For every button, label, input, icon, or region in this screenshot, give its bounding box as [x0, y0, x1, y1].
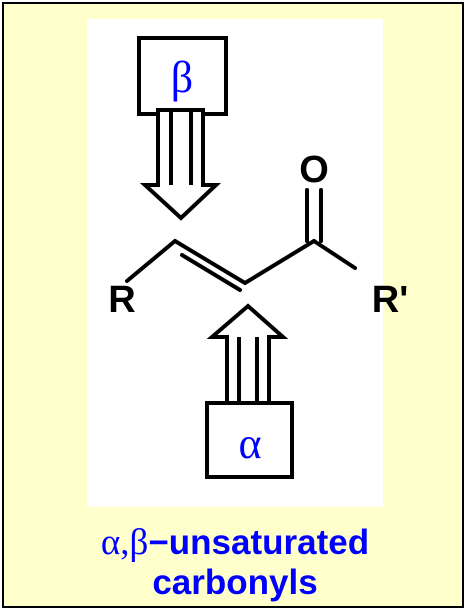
alpha-label: α	[238, 419, 261, 468]
caption-dash: −	[148, 523, 169, 562]
beta-label: β	[171, 53, 193, 102]
bond-c2-c3	[243, 239, 316, 285]
caption-line1-rest: unsaturated	[168, 523, 370, 562]
caption-line-2: carbonyls	[152, 563, 318, 602]
bond-r-c1	[125, 239, 177, 283]
r-group-right: R'	[372, 279, 408, 321]
r-group-left: R	[108, 279, 135, 321]
caption-line-1: α,β−unsaturated	[0, 522, 470, 565]
oxygen-atom: O	[299, 149, 329, 191]
hollow-arrow-up-icon	[206, 303, 289, 407]
caption-greek-prefix: α,β	[100, 522, 149, 563]
bond-c3-r2	[312, 239, 357, 270]
alpha-box	[205, 401, 294, 479]
hollow-arrow-down-icon	[139, 108, 222, 221]
bond-c1-c2	[173, 239, 247, 285]
beta-box	[137, 36, 228, 116]
bond-c1-c2-inner	[180, 253, 242, 292]
